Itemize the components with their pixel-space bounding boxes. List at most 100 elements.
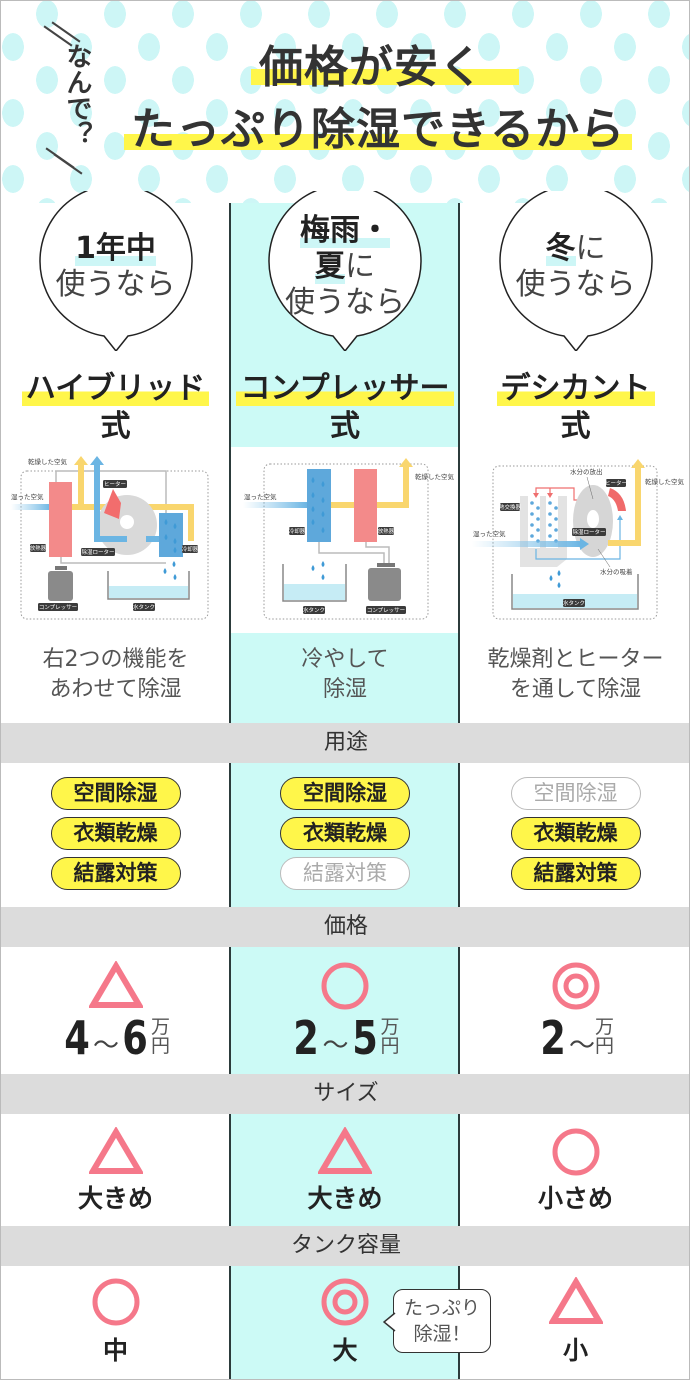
diagram-label: コンプレッサー xyxy=(366,606,406,614)
svg-text:水タンク: 水タンク xyxy=(303,606,325,614)
callout-bubble: たっぷり 除湿！ xyxy=(383,1289,491,1353)
svg-text:放熱器: 放熱器 xyxy=(30,544,47,552)
column-1: 1年中使うならハイブリッド式乾燥した空気湿った空気ヒーター放熱器除湿ローター冷却… xyxy=(1,1,230,1379)
diagram-label: 冷却器 xyxy=(289,527,306,535)
bubble-line: 使うなら xyxy=(56,267,176,303)
price-range: 2〜万円 xyxy=(460,1011,689,1065)
section-header-tank: タンク容量 xyxy=(1,1226,689,1266)
diagram-caption: 乾燥した空気 xyxy=(28,457,68,466)
circle-icon xyxy=(320,961,370,1015)
type-name: コンプレッサー xyxy=(231,363,459,407)
bubble-word: 使うなら xyxy=(55,267,176,302)
why-label: なんで？ xyxy=(62,43,92,147)
price-unit: 万円 xyxy=(151,1018,170,1056)
svg-text:除湿ローター: 除湿ローター xyxy=(572,528,605,536)
bubble-word: 使うなら xyxy=(515,267,636,302)
section-header-price: 価格 xyxy=(1,907,689,947)
use-tag: 結露対策 xyxy=(280,857,410,890)
price-high: 5 xyxy=(351,1011,378,1065)
double-circle-icon xyxy=(320,1277,370,1331)
diagram-label: 水タンク xyxy=(133,603,155,611)
svg-text:冷却器: 冷却器 xyxy=(289,527,306,535)
bubble-text: 冬に使うなら xyxy=(496,191,656,343)
type-name: ハイブリッド xyxy=(1,363,230,407)
bubble-line: 夏に xyxy=(315,249,375,285)
size-label: 小さめ xyxy=(537,1184,613,1213)
price-low: 2 xyxy=(540,1011,566,1065)
usage-season-bubble: 1年中使うなら xyxy=(36,191,196,351)
mechanism-description: 乾燥剤とヒーターを通して除湿 xyxy=(460,645,689,705)
price-tilde: 〜 xyxy=(568,1031,595,1061)
price-tilde: 〜 xyxy=(322,1031,349,1061)
diagram-label: コンプレッサー xyxy=(38,603,78,611)
type-suffix: 式 xyxy=(330,409,360,444)
usage-season-bubble: 冬に使うなら xyxy=(496,191,656,351)
price-unit: 万円 xyxy=(381,1018,400,1056)
tank-label: 小 xyxy=(562,1336,588,1365)
circle-icon xyxy=(551,1127,601,1181)
diagram-label: 放熱器 xyxy=(30,544,47,552)
diagram-caption: 水分の放出 xyxy=(570,467,603,476)
title-highlight xyxy=(124,134,632,150)
column-3: 冬に使うならデシカント式水分の放出ヒーター乾燥した空気熱交換器湿った空気除湿ロー… xyxy=(460,1,689,1379)
description-line-2: 除湿 xyxy=(322,677,367,702)
description-line-1: 冷やして xyxy=(301,647,389,672)
price-high: 6 xyxy=(122,1011,148,1065)
unit-yen: 円 xyxy=(380,1035,400,1057)
price-tilde: 〜 xyxy=(92,1031,119,1061)
diagram-background xyxy=(231,447,459,633)
svg-text:ヒーター: ヒーター xyxy=(605,479,627,487)
unit-man: 万 xyxy=(380,1016,400,1038)
diagram-caption: 乾燥した空気 xyxy=(645,477,685,486)
description-line-1: 乾燥剤とヒーター xyxy=(487,647,664,672)
diagram-label: 水タンク xyxy=(303,606,325,614)
svg-text:コンプレッサー: コンプレッサー xyxy=(367,607,405,614)
mechanism-description: 右2つの機能をあわせて除湿 xyxy=(1,645,230,705)
use-tag: 衣類乾燥 xyxy=(280,817,410,850)
unit-man: 万 xyxy=(151,1016,171,1038)
use-tag: 空間除湿 xyxy=(280,777,410,810)
mechanism-diagram: 水分の放出ヒーター 乾燥した空気熱交換器湿った空気 除湿ローター水分の吸着水タンク xyxy=(460,441,689,630)
polka-dot-background xyxy=(1,1,689,203)
size-label: 大きめ xyxy=(77,1184,153,1213)
circle-icon xyxy=(91,1277,141,1331)
diagram-caption: 水分の吸着 xyxy=(600,567,633,576)
bubble-word: に xyxy=(575,231,606,266)
bubble-keyword: 1年中 xyxy=(75,231,156,266)
type-suffix: 式 xyxy=(100,409,131,444)
tank-label: 中 xyxy=(102,1336,128,1365)
triangle-icon xyxy=(547,1276,604,1329)
double-circle-icon xyxy=(551,961,601,1015)
bubble-word: 使うなら xyxy=(285,285,405,320)
svg-text:ヒーター: ヒーター xyxy=(104,480,126,488)
price-unit: 万円 xyxy=(595,1018,614,1056)
price-low: 2 xyxy=(293,1011,320,1065)
bubble-keyword: 夏 xyxy=(315,249,345,284)
description-line-2: あわせて除湿 xyxy=(49,677,182,702)
price-low: 4 xyxy=(64,1011,90,1065)
diagram-caption: 湿った空気 xyxy=(473,529,506,538)
column-divider xyxy=(229,203,231,1379)
use-tag: 結露対策 xyxy=(510,857,641,890)
diagram-label: ヒーター xyxy=(103,480,127,488)
type-name-line-1: デシカント xyxy=(496,371,655,406)
diagram-label: ヒーター xyxy=(605,479,627,487)
svg-text:除湿ローター: 除湿ローター xyxy=(81,548,114,556)
title-line-2: たっぷり除湿できるから xyxy=(131,104,626,155)
type-name-line-1: コンプレッサー xyxy=(236,371,454,406)
use-tag: 衣類乾燥 xyxy=(510,817,641,850)
diagram-caption: 乾燥した空気 xyxy=(415,472,455,481)
svg-text:コンプレッサー: コンプレッサー xyxy=(39,604,77,611)
unit-yen: 円 xyxy=(595,1035,615,1057)
bubble-line: 使うなら xyxy=(516,267,636,303)
svg-text:水タンク: 水タンク xyxy=(563,599,585,607)
svg-text:水タンク: 水タンク xyxy=(133,603,155,611)
column-divider xyxy=(458,203,460,1379)
diagram-label: 熱交換器 xyxy=(499,503,521,511)
diagram-label: 除湿ローター xyxy=(572,528,606,536)
tank-label: 大 xyxy=(332,1336,358,1365)
mechanism-diagram: 湿った空気乾燥した空気冷却器放熱器水タンクコンプレッサー xyxy=(231,441,461,630)
bubble-line: 冬に xyxy=(545,231,606,267)
svg-text:放熱器: 放熱器 xyxy=(378,527,395,535)
